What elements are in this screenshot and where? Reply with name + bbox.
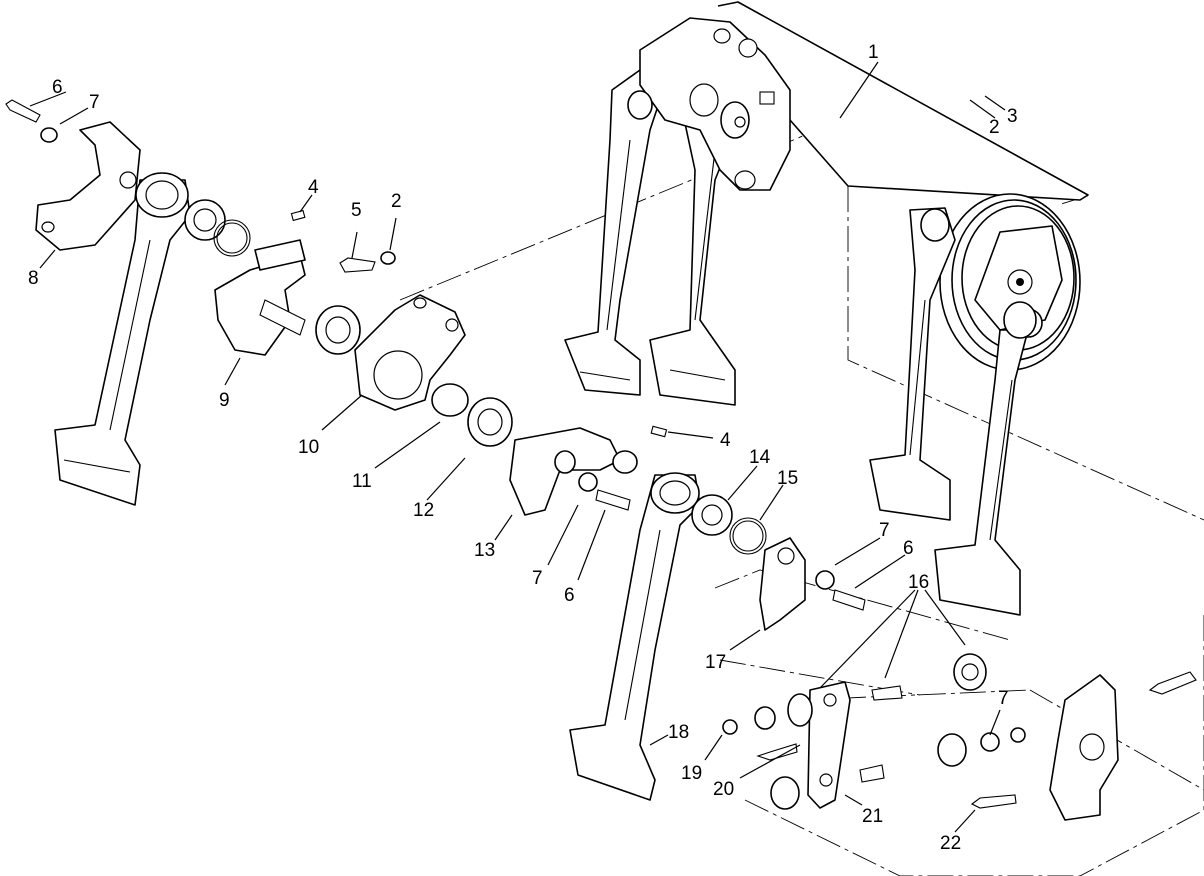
callout-18: 18 xyxy=(668,722,689,743)
bearing-housing-part xyxy=(354,294,513,447)
callout-10: 10 xyxy=(298,437,319,458)
callout-labels: 1 2 3 2 4 5 6 7 8 9 10 11 12 13 7 6 4 14… xyxy=(28,42,1018,854)
assembly-centerlines xyxy=(399,5,1204,876)
callout-13: 13 xyxy=(474,540,495,561)
callout-15: 15 xyxy=(777,468,798,489)
bracket-part-17 xyxy=(759,537,866,631)
callout-11: 11 xyxy=(352,471,372,492)
arm-part-18 xyxy=(569,472,767,801)
callout-9: 9 xyxy=(219,390,230,411)
callout-5: 5 xyxy=(351,200,362,221)
callout-7: 7 xyxy=(998,688,1009,709)
callout-8: 8 xyxy=(28,268,39,289)
callout-12: 12 xyxy=(413,500,434,521)
callout-7: 7 xyxy=(89,92,100,113)
callout-21: 21 xyxy=(862,806,883,827)
arm-assembly-left xyxy=(5,99,251,506)
callout-19: 19 xyxy=(681,763,702,784)
callout-6: 6 xyxy=(903,538,914,559)
callout-16: 16 xyxy=(908,572,929,593)
shaft-lever-part xyxy=(214,209,396,356)
callout-7: 7 xyxy=(532,568,543,589)
callout-22: 22 xyxy=(940,833,961,854)
callout-4: 4 xyxy=(308,177,319,198)
callout-6: 6 xyxy=(564,585,575,606)
callout-4: 4 xyxy=(720,430,731,451)
link-assembly-parts xyxy=(722,653,1197,821)
leader-lines xyxy=(29,61,1006,833)
callout-1: 1 xyxy=(868,42,879,63)
mounted-arm-assembly xyxy=(564,1,1089,616)
callout-2: 2 xyxy=(391,191,402,212)
callout-20: 20 xyxy=(713,779,734,800)
callout-7: 7 xyxy=(879,520,890,541)
callout-3: 3 xyxy=(1007,106,1018,127)
lever-part-13 xyxy=(509,425,668,516)
callout-2: 2 xyxy=(989,117,1000,138)
callout-14: 14 xyxy=(749,447,771,468)
callout-17: 17 xyxy=(705,652,726,673)
callout-6: 6 xyxy=(52,77,63,98)
